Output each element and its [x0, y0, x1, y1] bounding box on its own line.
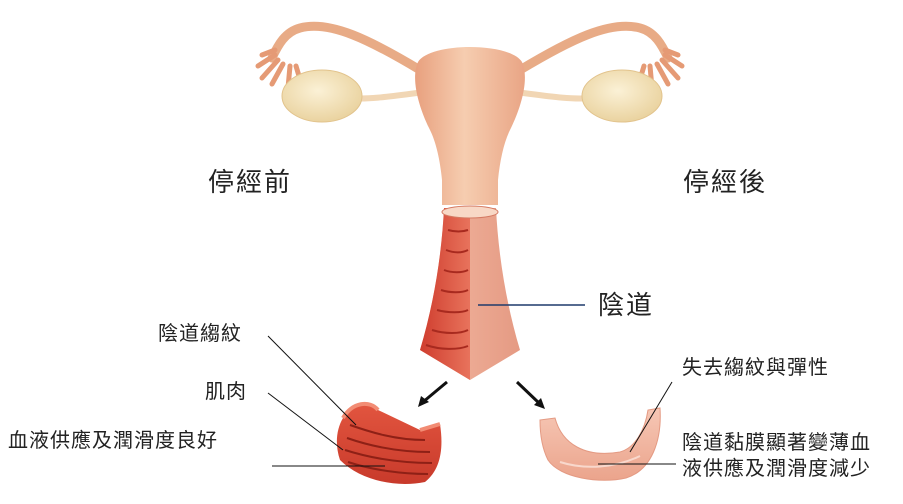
right-ovary — [582, 70, 662, 122]
heading-premenopause: 停經前 — [208, 168, 292, 198]
label-muscle: 肌肉 — [205, 379, 247, 403]
vagina-section — [420, 206, 520, 380]
label-blood-supply-good: 血液供應及潤滑度良好 — [8, 428, 218, 452]
heading-postmenopause: 停經後 — [683, 168, 767, 198]
label-loss-rugae: 失去縐紋與彈性 — [682, 355, 829, 379]
leader-line-muscle — [268, 393, 343, 450]
left-ovary — [282, 70, 362, 122]
leader-line-rugae — [268, 336, 356, 425]
arrow-to-after — [517, 382, 545, 409]
postmenopause-tissue — [540, 408, 660, 480]
label-thinning-line2: 液供應及潤滑度減少 — [682, 456, 871, 480]
label-vagina: 陰道 — [598, 291, 654, 321]
uterus — [415, 47, 525, 205]
right-ovarian-ligament — [515, 92, 590, 98]
arrow-to-before — [418, 382, 447, 407]
label-thinning-line1: 陰道黏膜顯著變薄血 — [682, 430, 871, 454]
label-rugae: 陰道縐紋 — [158, 321, 242, 345]
premenopause-tissue — [337, 404, 442, 484]
